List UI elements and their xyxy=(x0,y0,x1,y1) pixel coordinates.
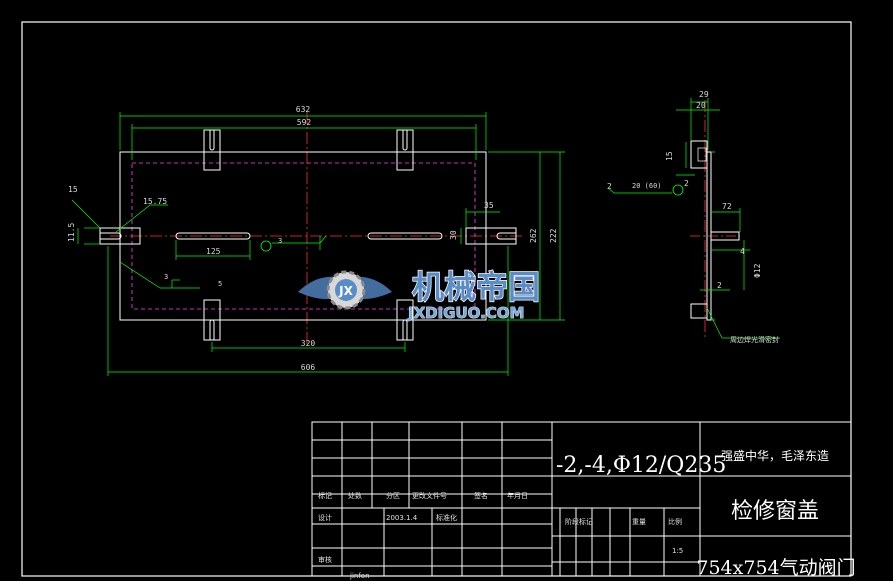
tb-material: -2,-4,Φ12/Q235 xyxy=(556,453,726,478)
lug-bottom-left xyxy=(203,299,221,341)
side-weld-note: 周边焊光滑密封 xyxy=(730,335,779,344)
tb-date: 2003.1.4 xyxy=(386,514,418,522)
dim-11-5: 11.5 xyxy=(67,223,76,242)
side-dim-20-60: 20 (60) xyxy=(632,182,662,190)
weld-symbol-circle xyxy=(260,240,272,252)
tb-mark: 标记 xyxy=(318,491,332,500)
tb-review: 审核 xyxy=(318,555,332,564)
svg-text:JX: JX xyxy=(338,284,353,298)
side-dim-20: 20 xyxy=(696,101,706,110)
tb-stage-mark: 阶段标记 xyxy=(565,517,593,526)
side-lug-top-inner xyxy=(697,147,707,162)
dim-30: 30 xyxy=(449,230,458,240)
dim-592: 592 xyxy=(297,118,312,127)
tb-design: 设计 xyxy=(318,513,332,522)
tb-designer: jinfon xyxy=(349,572,370,580)
weld-3-center: 3 xyxy=(278,237,282,245)
side-dim-15: 15 xyxy=(665,151,674,161)
slot-right xyxy=(367,232,443,240)
side-lug-bottom xyxy=(690,303,708,319)
side-dim-4: 4 xyxy=(740,247,745,256)
side-lug-top xyxy=(690,140,708,169)
lug-right xyxy=(465,227,517,245)
dim-35: 35 xyxy=(484,201,494,210)
lug-left xyxy=(99,227,141,245)
dim-320: 320 xyxy=(301,339,316,348)
dim-632: 632 xyxy=(296,105,311,114)
tb-scale-label: 比例 xyxy=(668,517,682,526)
lug-bottom-right xyxy=(396,299,414,341)
tb-change-doc: 更改文件号 xyxy=(412,491,447,500)
dim-606: 606 xyxy=(301,363,316,372)
side-view xyxy=(672,100,740,340)
hidden-inner-outline xyxy=(131,162,476,310)
tb-weight: 重量 xyxy=(632,518,646,526)
tb-signature: 签名 xyxy=(474,491,488,500)
tb-scale: 1:5 xyxy=(672,547,683,555)
dim-125: 125 xyxy=(206,247,221,256)
dim-222: 222 xyxy=(549,228,558,243)
slot-left xyxy=(175,232,251,240)
plate-outline xyxy=(119,151,487,321)
side-dim-2a: 2 xyxy=(607,182,612,191)
tb-ymd: 年月日 xyxy=(507,491,528,500)
tb-assembly: 754x754气动阀门 xyxy=(696,557,855,579)
side-dim-phi12: Φ12 xyxy=(753,263,762,278)
lug-top-left xyxy=(203,129,221,171)
side-dim-72: 72 xyxy=(722,202,732,211)
lug-top-right xyxy=(396,129,414,171)
watermark-logo: JX xyxy=(298,270,392,310)
tb-count: 处数 xyxy=(348,491,362,500)
watermark-cn: 机械帝国 xyxy=(412,268,540,306)
dim-262: 262 xyxy=(529,228,538,243)
front-view xyxy=(99,112,525,345)
side-rod xyxy=(710,231,740,241)
tb-standardize: 标准化 xyxy=(436,513,457,522)
tb-company: 强盛中华，毛泽东造 xyxy=(721,448,829,463)
weld-5: 5 xyxy=(218,280,222,288)
dim-15-75: 15.75 xyxy=(143,197,167,206)
side-weld-circle xyxy=(672,184,684,196)
side-dim-29: 29 xyxy=(699,90,709,99)
side-dimensions xyxy=(607,98,780,339)
tb-part-name: 检修窗盖 xyxy=(731,499,819,524)
side-dim-2c: 2 xyxy=(684,179,689,188)
front-dimensions xyxy=(71,112,565,376)
title-block-grid xyxy=(311,421,852,577)
dim-15-left: 15 xyxy=(68,185,78,194)
tb-zone: 分区 xyxy=(386,491,400,500)
side-dim-2b: 2 xyxy=(717,281,722,290)
weld-3-left: 3 xyxy=(164,273,168,281)
watermark-en: JXDIGUO.COM xyxy=(407,304,524,322)
